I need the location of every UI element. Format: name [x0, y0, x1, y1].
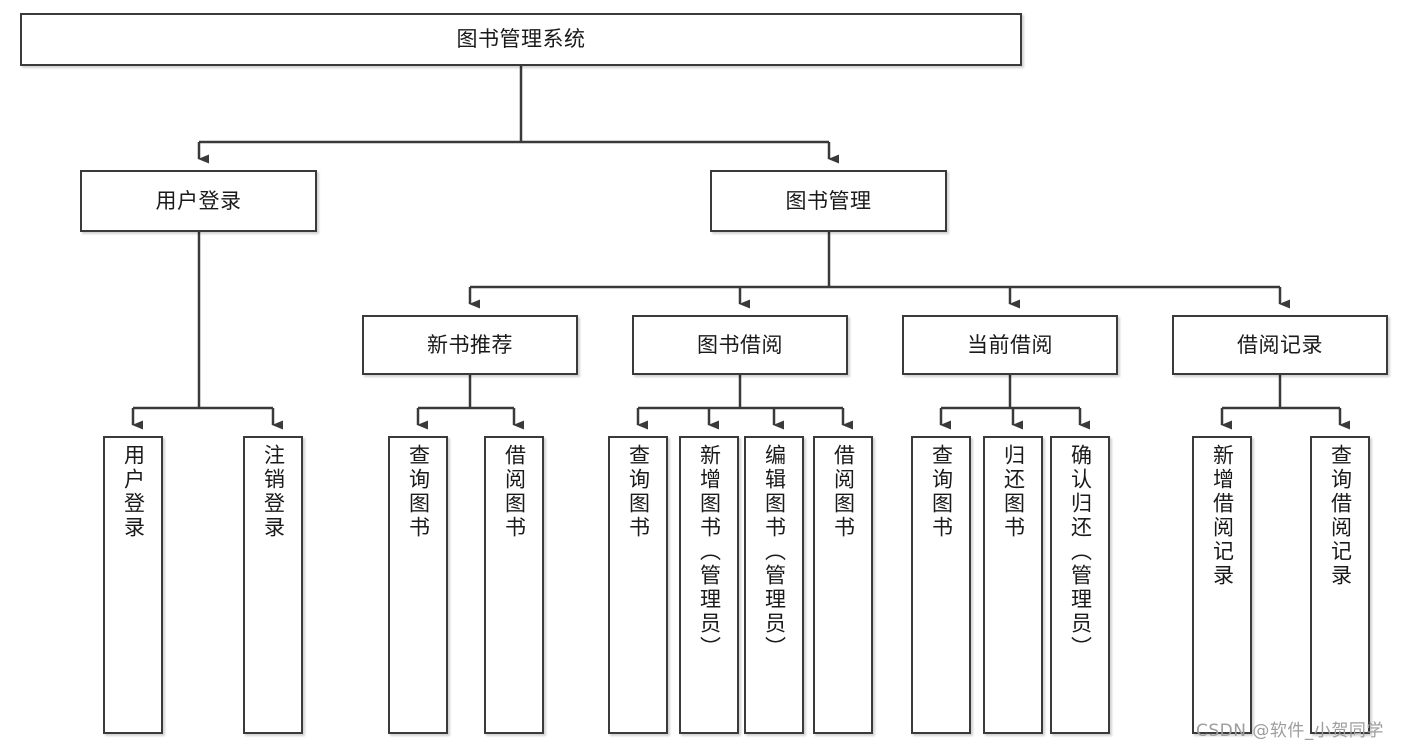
- node-label: 新增借阅记录: [1210, 444, 1235, 588]
- node-label: 归还图书: [1001, 444, 1026, 540]
- node-leaf-add-record[interactable]: 新增借阅记录: [1192, 436, 1252, 734]
- node-leaf-borrow-book-1[interactable]: 借阅图书: [484, 436, 544, 734]
- node-leaf-return-book[interactable]: 归还图书: [983, 436, 1043, 734]
- node-label: 图书管理系统: [456, 27, 586, 52]
- node-book-borrow[interactable]: 图书借阅: [632, 315, 848, 375]
- node-leaf-confirm-return[interactable]: 确认归还（管理员）: [1050, 436, 1110, 734]
- csdn-watermark: CSDN @软件_小贺同学: [1196, 721, 1384, 741]
- node-borrow-records[interactable]: 借阅记录: [1172, 315, 1388, 375]
- node-label: 当前借阅: [967, 332, 1053, 357]
- node-root[interactable]: 图书管理系统: [20, 13, 1022, 66]
- node-user-login[interactable]: 用户登录: [80, 170, 317, 232]
- node-leaf-user-logout[interactable]: 注销登录: [243, 436, 303, 734]
- node-leaf-borrow-book-2[interactable]: 借阅图书: [813, 436, 873, 734]
- node-label: 借阅图书: [831, 444, 856, 540]
- node-label: 查询图书: [406, 444, 431, 540]
- node-leaf-user-login[interactable]: 用户登录: [103, 436, 163, 734]
- node-label: 借阅记录: [1237, 332, 1323, 357]
- node-label: 编辑图书（管理员）: [762, 444, 787, 660]
- node-new-book-recommend[interactable]: 新书推荐: [362, 315, 578, 375]
- node-leaf-query-book-1[interactable]: 查询图书: [388, 436, 448, 734]
- node-leaf-query-book-2[interactable]: 查询图书: [608, 436, 668, 734]
- node-leaf-add-book[interactable]: 新增图书（管理员）: [679, 436, 739, 734]
- node-label: 图书借阅: [697, 332, 783, 357]
- node-label: 借阅图书: [502, 444, 527, 540]
- node-leaf-edit-book[interactable]: 编辑图书（管理员）: [744, 436, 804, 734]
- node-current-borrow[interactable]: 当前借阅: [902, 315, 1118, 375]
- node-label: 新增图书（管理员）: [697, 444, 722, 660]
- node-label: 确认归还（管理员）: [1068, 444, 1093, 660]
- node-leaf-query-book-3[interactable]: 查询图书: [911, 436, 971, 734]
- node-label: 查询图书: [929, 444, 954, 540]
- node-label: 用户登录: [121, 444, 146, 540]
- node-label: 查询借阅记录: [1328, 444, 1353, 588]
- node-label: 图书管理: [785, 188, 872, 213]
- node-label: 注销登录: [261, 444, 286, 540]
- node-label: 新书推荐: [427, 332, 513, 357]
- node-label: 用户登录: [155, 188, 242, 213]
- node-book-management[interactable]: 图书管理: [710, 170, 947, 232]
- node-label: 查询图书: [626, 444, 651, 540]
- node-leaf-query-record[interactable]: 查询借阅记录: [1310, 436, 1370, 734]
